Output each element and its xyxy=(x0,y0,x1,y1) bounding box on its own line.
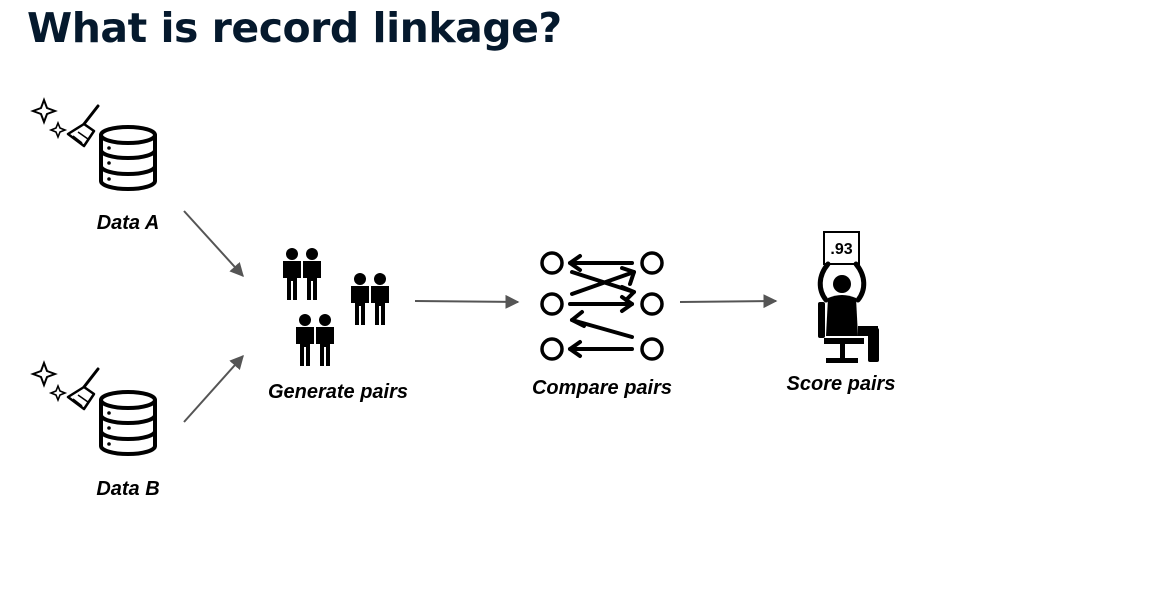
arrow-data-b-to-generate xyxy=(183,354,244,423)
database-icon xyxy=(99,390,157,456)
score-pairs-label: Score pairs xyxy=(787,373,896,395)
page-title: What is record linkage? xyxy=(27,4,562,52)
score-value: .93 xyxy=(830,241,852,258)
generate-pairs-node: Generate pairs xyxy=(268,248,408,403)
arrow-data-a-to-generate xyxy=(183,210,244,278)
broom-icon xyxy=(31,361,100,411)
data-a-label: Data A xyxy=(97,212,160,234)
data-b-node: Data B xyxy=(31,361,160,500)
arrow-generate-to-compare xyxy=(414,294,520,309)
arrow-compare-to-score xyxy=(679,294,778,309)
data-b-label: Data B xyxy=(96,478,159,500)
score-pairs-node: .93 Score pairs xyxy=(787,231,896,395)
broom-icon xyxy=(31,98,100,148)
compare-arrows-icon xyxy=(540,251,664,361)
generate-pairs-label: Generate pairs xyxy=(268,381,408,403)
compare-pairs-label: Compare pairs xyxy=(532,377,672,399)
database-icon xyxy=(99,125,157,191)
person-holding-score-icon: .93 xyxy=(817,231,879,363)
compare-pairs-node: Compare pairs xyxy=(532,251,672,399)
people-pairs-icon xyxy=(283,248,389,366)
data-a-node: Data A xyxy=(31,98,160,234)
